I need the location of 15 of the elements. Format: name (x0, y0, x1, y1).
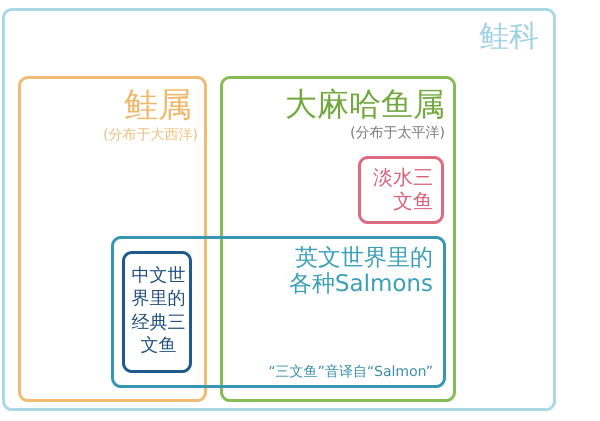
genus-box (18, 76, 207, 402)
family-title: 鲑科 (479, 19, 539, 55)
genus-subtitle: (分布于大西洋) (103, 127, 198, 144)
genus-subtitle: (分布于太平洋) (350, 125, 445, 142)
genus-title: 大麻哈鱼属 (285, 85, 445, 124)
group-box (358, 156, 444, 224)
family-box (2, 8, 556, 411)
group-label: 淡水三文鱼 (373, 165, 433, 213)
group-box (111, 236, 446, 388)
group-label: 中文世界里的经典三文鱼 (130, 264, 186, 358)
genus-box (220, 76, 456, 402)
group-label: 英文世界里的各种Salmons (288, 245, 433, 298)
genus-title: 鲑属 (124, 85, 192, 126)
group-box (122, 251, 192, 373)
note-text: “三文鱼”音译自“Salmon” (268, 364, 433, 381)
